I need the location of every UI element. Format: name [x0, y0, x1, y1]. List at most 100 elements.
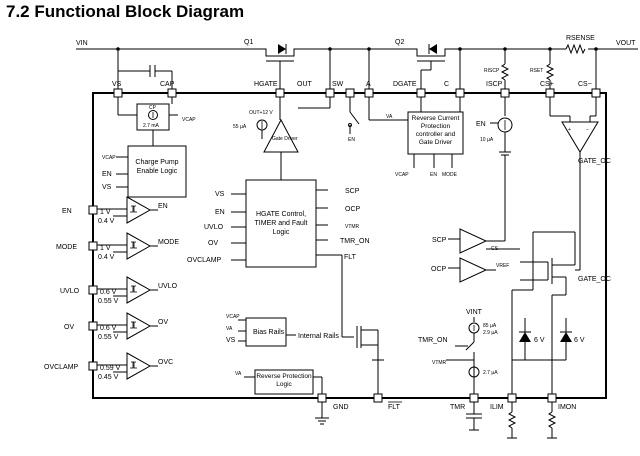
comparator-4 — [126, 352, 152, 380]
sw-switch — [349, 111, 360, 125]
threshold-low: 0.45 V — [98, 374, 119, 381]
pin-gnd: GND — [333, 404, 349, 411]
comparator-3 — [126, 312, 152, 340]
riscp-resistor — [500, 63, 510, 81]
pin-flt: FLT — [388, 404, 401, 411]
tmr-pulldown: 2.7 µA — [483, 370, 498, 376]
svg-text:+: + — [568, 127, 571, 133]
cs-minus-label: CS- — [491, 246, 500, 252]
reverse-current-label: Reverse Current Protection controller an… — [411, 115, 460, 146]
pin-imon: IMON — [558, 404, 576, 411]
vref-label: VREF — [496, 263, 509, 269]
pin-hgate: HGATE — [254, 81, 278, 88]
reverse-protection-label: Reverse Protection Logic — [256, 373, 312, 388]
pin-en: EN — [62, 208, 72, 215]
gate-oc-output-label: GATE_OC — [578, 276, 611, 283]
scp-comparator — [459, 228, 488, 254]
cp-current: 2.7 mA — [143, 123, 160, 129]
q1-label: Q1 — [244, 39, 253, 46]
bias-in-va: VA — [226, 326, 233, 332]
hysteresis-icon — [130, 321, 137, 329]
rp-in-va: VA — [235, 371, 242, 377]
hgate-in-tmr-on: TMR_ON — [340, 238, 370, 245]
gate-oc-label: GATE_OC — [578, 158, 611, 165]
comparator-2 — [126, 276, 152, 304]
rc-input-mode: MODE — [442, 172, 458, 178]
charge-pump-label: Charge Pump Enable Logic — [135, 159, 179, 175]
zener-diode-1 — [519, 318, 531, 360]
reverse-protection-logic — [254, 369, 314, 395]
q1-mosfet — [260, 44, 300, 90]
hgate-in-flt: FLT — [344, 254, 357, 261]
bias-in-vs: VS — [226, 337, 236, 344]
internal-rails-label: Internal Rails — [298, 333, 339, 340]
tmr-current-2: 2.9 µA — [483, 330, 498, 336]
gate-driver-label: Gate Driver — [272, 136, 298, 142]
zener-2-label: 6 V — [574, 337, 585, 344]
threshold-high: 0.6 V — [100, 289, 117, 296]
threshold-low: 0.55 V — [98, 298, 119, 305]
hgate-in-en: EN — [215, 209, 225, 216]
q2-label: Q2 — [395, 39, 404, 46]
hgate-in-ov: OV — [208, 240, 218, 247]
diagram-title: 7.2 Functional Block Diagram — [6, 2, 245, 21]
pin-ovclamp: OVCLAMP — [44, 364, 79, 371]
q2-mosfet — [411, 44, 451, 90]
pin-ov: OV — [64, 324, 74, 331]
pin-cap: CAP — [160, 81, 175, 88]
rsense-resistor — [565, 43, 586, 55]
svg-text:−: − — [586, 127, 589, 133]
tmr-discharge-source — [468, 366, 480, 378]
ilim-resistor — [507, 402, 517, 439]
rc-input-en: EN — [430, 172, 437, 178]
pin-tmr: TMR — [450, 404, 465, 411]
pin-vout: VOUT — [616, 40, 636, 47]
pin-ilim: ILIM — [490, 404, 504, 411]
bias-rails-label: Bias Rails — [253, 329, 285, 336]
hgate-left-inputs: VS EN UVLO OV OVCLAMP — [187, 191, 246, 264]
cp-current-source — [148, 110, 158, 120]
tmr-on-label: TMR_ON — [418, 337, 448, 344]
hgate-in-ovclamp: OVCLAMP — [187, 257, 222, 264]
threshold-high: 1 V — [100, 209, 111, 216]
threshold-low: 0.4 V — [98, 254, 115, 261]
tmr-current-1: 85 µA — [483, 323, 497, 329]
switch-en-label: EN — [348, 137, 355, 143]
hysteresis-icon — [130, 241, 137, 249]
hgate-control-block — [245, 179, 317, 268]
zener-diode-2 — [560, 318, 572, 360]
hgate-in-uvlo: UVLO — [204, 224, 224, 231]
hysteresis-icon — [130, 205, 137, 213]
comparator-1 — [126, 232, 152, 260]
pin-vs: VS — [112, 81, 122, 88]
cp-input-vs: VS — [102, 184, 112, 191]
pin-mode: MODE — [56, 244, 77, 251]
rset-resistor — [545, 63, 555, 81]
out-plus-12v: OUT+12 V — [249, 110, 273, 116]
pin-markers — [88, 88, 601, 403]
rc-input-vcap: VCAP — [395, 172, 409, 178]
comparator-output-label: OV — [158, 319, 168, 326]
hgate-control-label: HGATE Control, TIMER and Fault Logic — [254, 211, 308, 236]
bias-rails-block — [245, 317, 287, 347]
hgate-right-inputs: SCP OCP VTMR TMR_ON FLT — [316, 188, 370, 261]
cp-label: CP — [149, 105, 157, 111]
scp-label: SCP — [432, 237, 447, 244]
vcap-label: VCAP — [182, 117, 196, 123]
comparator-output-label: MODE — [158, 239, 179, 246]
iscp-current: 10 µA — [480, 137, 494, 143]
comparator-output-label: OVC — [158, 359, 173, 366]
gate-current: 55 µA — [233, 124, 247, 130]
gate-oc-comparator — [561, 121, 599, 153]
comparator-0 — [126, 196, 152, 224]
bias-in-vcap: VCAP — [226, 314, 240, 320]
pin-iscp: ISCP — [486, 81, 503, 88]
pin-a: A — [366, 81, 371, 88]
tmr-capacitor — [466, 402, 482, 431]
pin-dgate: DGATE — [393, 81, 417, 88]
pin-cs-minus: CS− — [578, 81, 592, 88]
vint-label: VINT — [466, 309, 483, 316]
pin-c: C — [444, 81, 449, 88]
